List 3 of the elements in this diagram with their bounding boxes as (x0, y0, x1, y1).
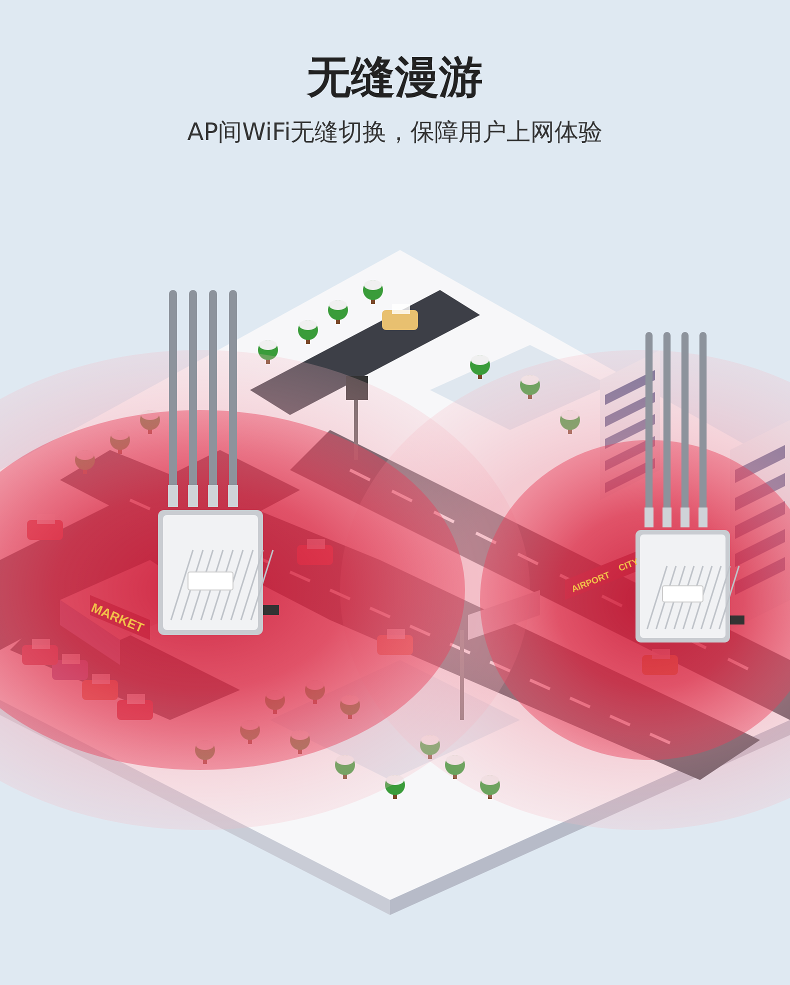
subtitle: AP间WiFi无缝切换，保障用户上网体验 (186, 117, 604, 148)
title: 无缝漫游 (306, 51, 484, 105)
city-sign-text: CITY (617, 556, 640, 574)
